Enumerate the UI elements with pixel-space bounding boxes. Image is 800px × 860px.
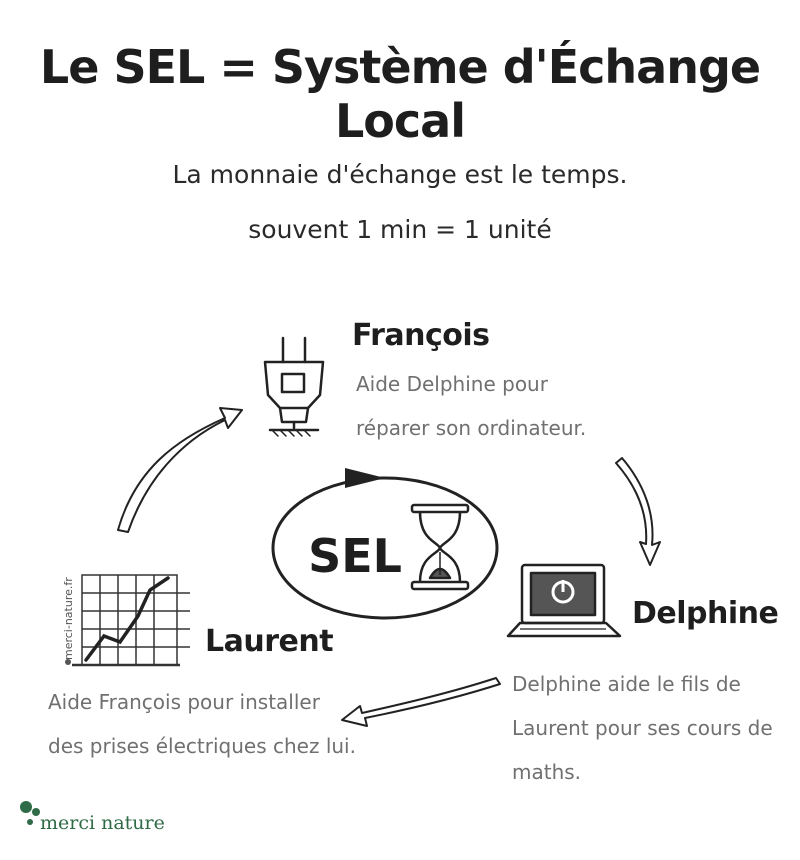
desc-line: maths. [512,760,582,784]
desc-line: réparer son ordinateur. [356,416,587,440]
subtitle-line-1: La monnaie d'échange est le temps. [172,160,628,189]
desc-line: Laurent pour ses cours de [512,716,773,740]
plug-icon [263,336,325,437]
desc-line: des prises électriques chez lui. [48,734,356,758]
brand-name: merci nature [40,812,165,834]
subtitle-line-2: souvent 1 min = 1 unité [248,215,552,244]
person-desc-delphine: Delphine aide le fils de Laurent pour se… [512,662,773,794]
person-name-francois: François [352,318,490,353]
person-name-laurent: Laurent [205,624,334,659]
person-desc-laurent: Aide François pour installer des prises … [48,680,356,768]
arrow-francois-to-delphine [615,457,661,566]
sel-label: SEL [308,529,402,583]
laptop-icon [506,563,622,638]
merci-nature-logo-icon [20,801,40,825]
person-name-delphine: Delphine [632,596,779,631]
chart-icon [72,574,190,667]
arrow-delphine-to-laurent [341,677,501,727]
watermark-text: merci-nature.fr [62,577,75,660]
watermark-dot [65,659,71,665]
desc-line: Delphine aide le fils de [512,672,741,696]
page-title: Le SEL = Système d'Échange Local [39,40,761,148]
arrow-laurent-to-francois [117,407,243,533]
hourglass-icon [410,503,470,591]
person-desc-francois: Aide Delphine pour réparer son ordinateu… [356,362,586,450]
desc-line: Aide François pour installer [48,690,320,714]
desc-line: Aide Delphine pour [356,372,548,396]
cycle-arrowhead [345,468,385,488]
